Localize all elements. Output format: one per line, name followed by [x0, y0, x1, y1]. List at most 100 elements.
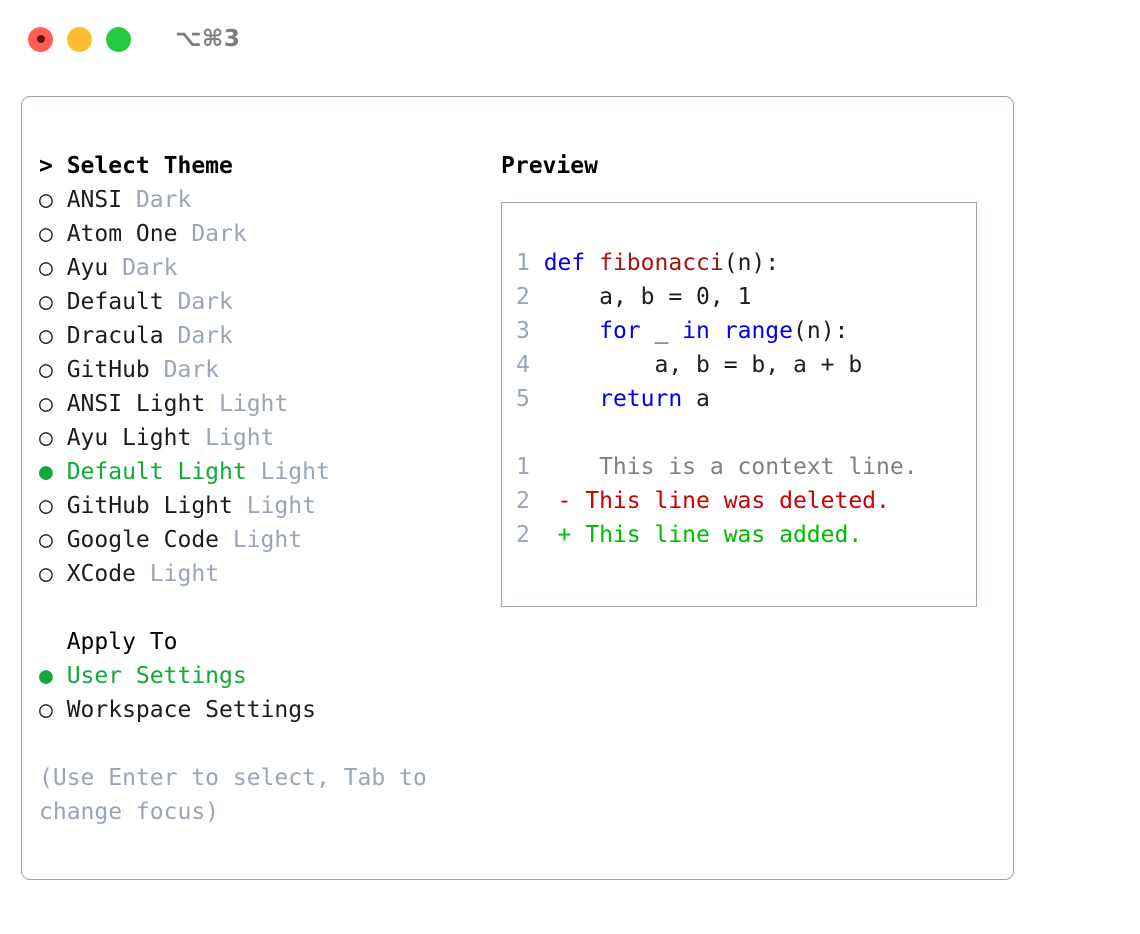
- apply-to-header: Apply To: [39, 629, 178, 655]
- theme-option-10[interactable]: ○ Google Code Light: [39, 523, 492, 557]
- preview-gap: [516, 416, 976, 450]
- line-number: 2: [516, 284, 530, 310]
- radio-unselected-icon: ○: [39, 357, 53, 383]
- theme-option-7[interactable]: ○ Ayu Light Light: [39, 421, 492, 455]
- option-label: Workspace Settings: [52, 697, 316, 723]
- theme-option-1[interactable]: ○ Atom One Dark: [39, 217, 492, 251]
- radio-selected-icon: ●: [39, 663, 53, 689]
- list-spacer: [39, 591, 492, 625]
- theme-option-11[interactable]: ○ XCode Light: [39, 557, 492, 591]
- diff-line-2: 2 + This line was added.: [516, 518, 976, 552]
- option-label: ANSI: [52, 187, 123, 213]
- code-token: a, b = b, a + b: [543, 352, 863, 378]
- theme-option-8[interactable]: ● Default Light Light: [39, 455, 492, 489]
- code-line-4: 4 a, b = b, a + b: [516, 348, 976, 382]
- apply-to-option-list: ● User Settings○ Workspace Settings: [39, 659, 492, 727]
- radio-unselected-icon: ○: [39, 391, 53, 417]
- line-number: 1: [516, 454, 530, 480]
- code-token: [585, 250, 599, 276]
- theme-option-2[interactable]: ○ Ayu Dark: [39, 251, 492, 285]
- maximize-button-icon[interactable]: [106, 26, 131, 52]
- theme-picker-panel: > Select Theme ○ ANSI Dark○ Atom One Dar…: [21, 96, 1014, 880]
- radio-unselected-icon: ○: [39, 697, 53, 723]
- theme-option-9[interactable]: ○ GitHub Light Light: [39, 489, 492, 523]
- gutter-space: [530, 386, 544, 412]
- theme-option-6[interactable]: ○ ANSI Light Light: [39, 387, 492, 421]
- radio-unselected-icon: ○: [39, 527, 53, 553]
- option-label: Ayu Light: [52, 425, 192, 451]
- code-token: a, b = 0, 1: [543, 284, 752, 310]
- code-token: for: [599, 318, 641, 344]
- diff-line-0: 1 This is a context line.: [516, 450, 976, 484]
- option-label: GitHub: [52, 357, 150, 383]
- option-category-tag: Light: [219, 527, 303, 553]
- line-number: 3: [516, 318, 530, 344]
- radio-unselected-icon: ○: [39, 221, 53, 247]
- diff-sample: 1 This is a context line. 2 - This line w…: [516, 450, 976, 552]
- option-label: XCode: [52, 561, 136, 587]
- close-button-icon[interactable]: [28, 26, 53, 52]
- code-line-3: 3 for _ in range(n):: [516, 314, 976, 348]
- diff-text: This is a context line.: [529, 454, 918, 480]
- line-number: 4: [516, 352, 530, 378]
- option-label: ANSI Light: [52, 391, 206, 417]
- gutter-space: [530, 250, 544, 276]
- option-label: Default: [52, 289, 164, 315]
- theme-option-0[interactable]: ○ ANSI Dark: [39, 183, 492, 217]
- option-label: Dracula: [52, 323, 164, 349]
- select-theme-header: > Select Theme: [39, 153, 233, 179]
- option-category-tag: Dark: [108, 255, 178, 281]
- option-category-tag: Light: [205, 391, 289, 417]
- line-number: 2: [516, 488, 530, 514]
- line-number: 5: [516, 386, 530, 412]
- radio-selected-icon: ●: [39, 459, 53, 485]
- apply-to-option-0[interactable]: ● User Settings: [39, 659, 492, 693]
- option-category-tag: Light: [246, 459, 330, 485]
- code-token: a: [682, 386, 710, 412]
- theme-selection-column: > Select Theme ○ ANSI Dark○ Atom One Dar…: [22, 97, 492, 879]
- gutter-space: [530, 318, 544, 344]
- option-label: GitHub Light: [52, 493, 233, 519]
- code-token: in: [682, 318, 710, 344]
- preview-column: Preview 1 def fibonacci(n):2 a, b = 0, 1…: [492, 97, 1013, 879]
- gutter-space: [530, 284, 544, 310]
- code-token: _: [640, 318, 683, 344]
- theme-option-4[interactable]: ○ Dracula Dark: [39, 319, 492, 353]
- option-label: Default Light: [52, 459, 247, 485]
- code-token: [710, 318, 724, 344]
- diff-text: + This line was added.: [529, 522, 863, 548]
- radio-unselected-icon: ○: [39, 425, 53, 451]
- option-category-tag: Light: [232, 493, 316, 519]
- code-token: return: [599, 386, 683, 412]
- theme-option-5[interactable]: ○ GitHub Dark: [39, 353, 492, 387]
- apply-to-option-1[interactable]: ○ Workspace Settings: [39, 693, 492, 727]
- code-line-2: 2 a, b = 0, 1: [516, 280, 976, 314]
- option-category-tag: Dark: [149, 357, 220, 383]
- theme-option-3[interactable]: ○ Default Dark: [39, 285, 492, 319]
- code-token: def: [543, 250, 586, 276]
- keyboard-hint-text: (Use Enter to select, Tab to change focu…: [39, 765, 427, 825]
- option-category-tag: Dark: [163, 289, 233, 315]
- option-category-tag: Dark: [122, 187, 192, 213]
- code-token: (n):: [723, 250, 780, 276]
- theme-option-list: ○ ANSI Dark○ Atom One Dark○ Ayu Dark○ De…: [39, 183, 492, 591]
- option-label: Ayu: [52, 255, 109, 281]
- radio-unselected-icon: ○: [39, 493, 53, 519]
- option-category-tag: Light: [191, 425, 275, 451]
- code-line-1: 1 def fibonacci(n):: [516, 246, 976, 280]
- code-token: (n):: [793, 318, 849, 344]
- radio-unselected-icon: ○: [39, 323, 53, 349]
- line-number: 2: [516, 522, 530, 548]
- minimize-button-icon[interactable]: [67, 26, 92, 52]
- code-token: range: [723, 318, 793, 344]
- code-line-5: 5 return a: [516, 382, 976, 416]
- radio-unselected-icon: ○: [39, 187, 53, 213]
- code-token: fibonacci: [599, 250, 724, 276]
- line-number: 1: [516, 250, 530, 276]
- radio-unselected-icon: ○: [39, 289, 53, 315]
- diff-text: - This line was deleted.: [529, 488, 890, 514]
- traffic-lights: [28, 26, 131, 52]
- option-label: Google Code: [52, 527, 220, 553]
